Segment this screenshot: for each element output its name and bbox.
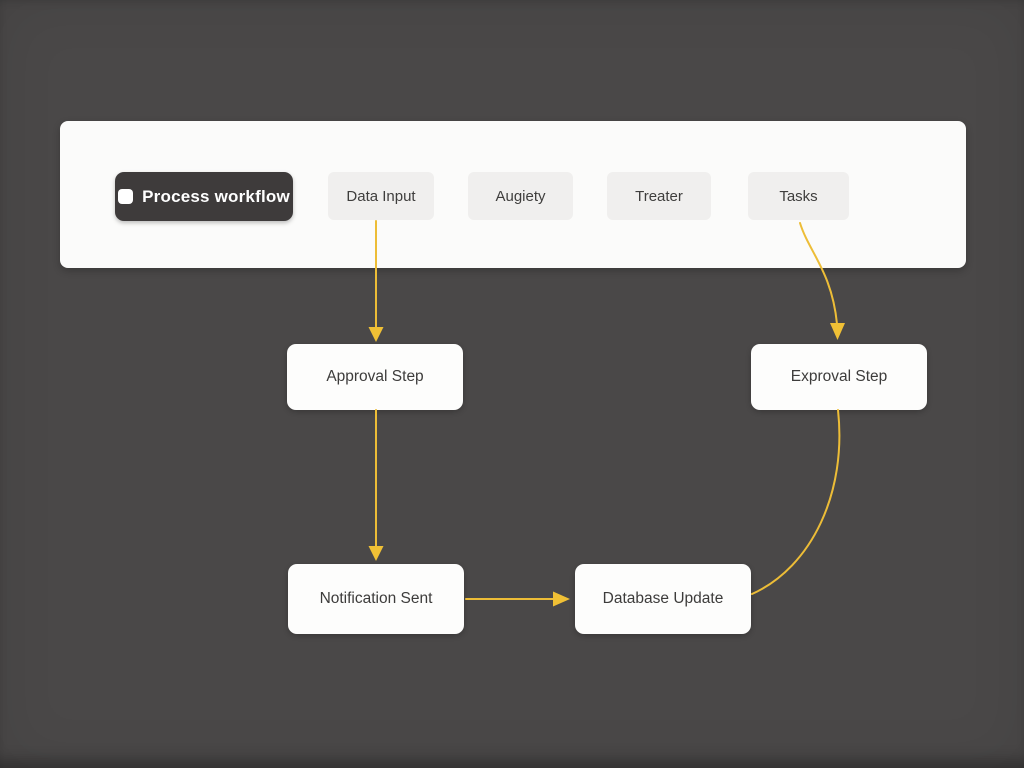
process-workflow-label: Process workflow [142, 186, 290, 206]
node-database-update[interactable]: Database Update [575, 564, 751, 634]
node-notification-sent[interactable]: Notification Sent [288, 564, 464, 634]
tab-data-input-label: Data Input [346, 187, 416, 205]
edge-notification-to-database [465, 591, 570, 607]
node-approval-step-label: Approval Step [326, 368, 424, 385]
node-approval-step[interactable]: Approval Step [287, 344, 463, 410]
tab-data-input[interactable]: Data Input [328, 172, 434, 220]
edge-exproval-to-database [751, 409, 841, 595]
node-exproval-step[interactable]: Exproval Step [751, 344, 927, 410]
tab-treater[interactable]: Treater [607, 172, 711, 220]
square-icon [118, 189, 134, 204]
tab-tasks-label: Tasks [779, 187, 818, 205]
node-notification-sent-label: Notification Sent [319, 590, 433, 607]
edge-approval-to-notification [368, 409, 384, 561]
tab-augiety[interactable]: Augiety [468, 172, 573, 220]
tab-treater-label: Treater [635, 187, 683, 205]
tab-augiety-label: Augiety [495, 187, 546, 205]
tab-tasks[interactable]: Tasks [748, 172, 849, 220]
node-database-update-label: Database Update [602, 590, 724, 607]
header-panel: Process workflow Data Input Augiety Trea… [60, 121, 966, 268]
node-exproval-step-label: Exproval Step [790, 368, 888, 385]
process-workflow-button[interactable]: Process workflow [115, 172, 293, 221]
